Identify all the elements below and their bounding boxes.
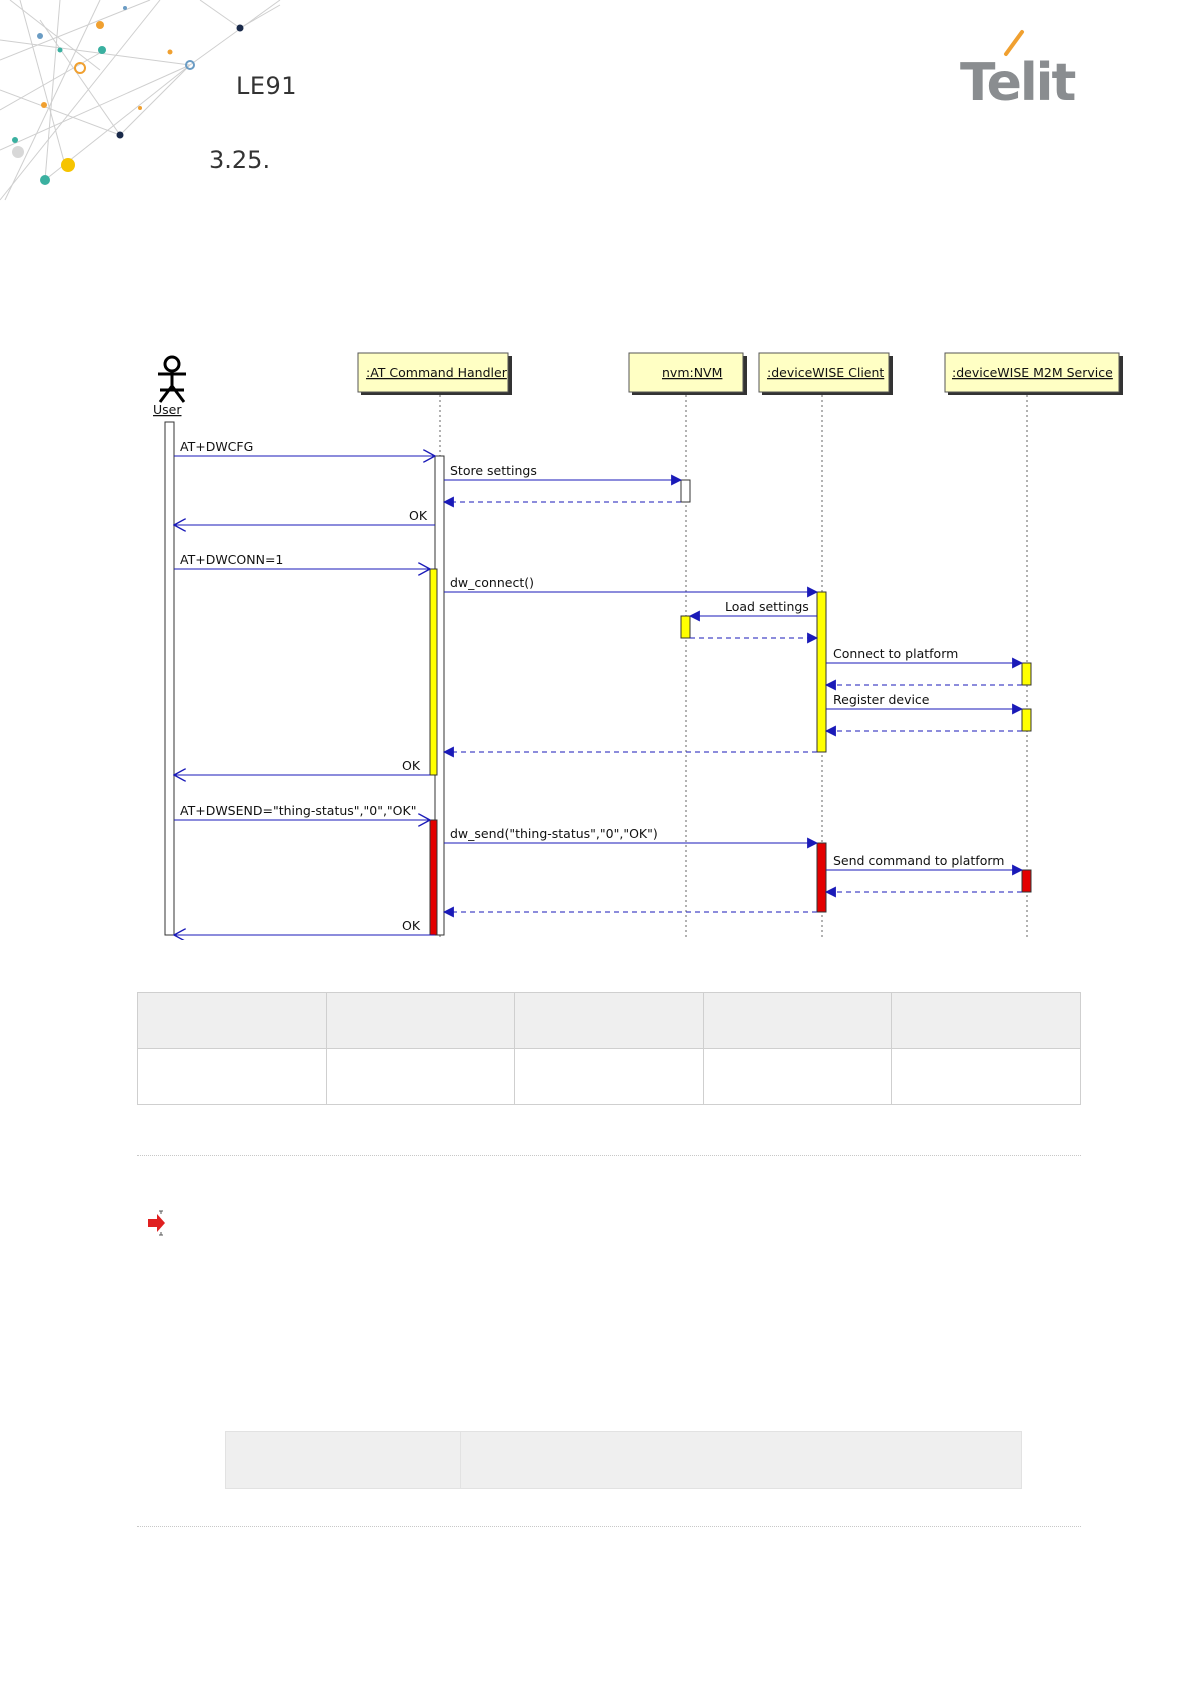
msg-dw-send: dw_send("thing-status","0","OK"): [450, 826, 658, 841]
table-header-row: [137, 992, 1081, 1049]
telit-logo: Telit: [960, 28, 1100, 113]
msg-at-dwcfg: AT+DWCFG: [180, 439, 253, 454]
table-cell: [460, 1431, 1022, 1489]
table-header-cell: [702, 992, 893, 1049]
participant-devicewise-client: :deviceWISE Client: [767, 365, 884, 380]
participant-at-command-handler: :AT Command Handler: [366, 365, 508, 380]
arrow-note-icon: [148, 1210, 165, 1236]
msg-register-device: Register device: [833, 692, 930, 707]
svg-text:Telit: Telit: [960, 53, 1075, 108]
section-divider: [137, 1155, 1081, 1156]
sequence-diagram: User :AT Command Handler nvm:NVM :device…: [153, 352, 1123, 940]
table-cell: [514, 1048, 704, 1105]
msg-ok-2: OK: [402, 758, 421, 773]
section-divider: [137, 1526, 1081, 1527]
table-cell: [325, 1048, 516, 1105]
table-header-cell: [325, 992, 516, 1049]
msg-store-settings: Store settings: [450, 463, 537, 478]
table-cell: [137, 1048, 327, 1105]
note-table: [225, 1431, 1022, 1489]
section-number: 3.25.: [209, 146, 271, 174]
participant-devicewise-m2m-service: :deviceWISE M2M Service: [952, 365, 1113, 380]
table-cell: [702, 1048, 893, 1105]
parameter-table: [137, 992, 1081, 1105]
msg-dw-connect: dw_connect(): [450, 575, 534, 590]
msg-send-command-to-platform: Send command to platform: [833, 853, 1004, 868]
msg-connect-to-platform: Connect to platform: [833, 646, 958, 661]
msg-ok-1: OK: [409, 508, 428, 523]
table-header-cell: [137, 992, 327, 1049]
table-row: [137, 1048, 1081, 1105]
table-cell: [225, 1431, 461, 1489]
table-row: [225, 1431, 1022, 1489]
msg-at-dwsend: AT+DWSEND="thing-status","0","OK": [180, 803, 416, 818]
product-name: LE91: [236, 72, 298, 100]
actor-label: User: [153, 402, 182, 417]
actor-user-icon: [158, 355, 186, 403]
table-header-cell: [514, 992, 704, 1049]
msg-ok-3: OK: [402, 918, 421, 933]
msg-at-dwconn: AT+DWCONN=1: [180, 552, 283, 567]
participant-nvm: nvm:NVM: [662, 365, 722, 380]
decorative-network-graphic: [0, 0, 281, 201]
table-cell: [891, 1048, 1081, 1105]
table-header-cell: [891, 992, 1081, 1049]
msg-load-settings: Load settings: [725, 599, 809, 614]
